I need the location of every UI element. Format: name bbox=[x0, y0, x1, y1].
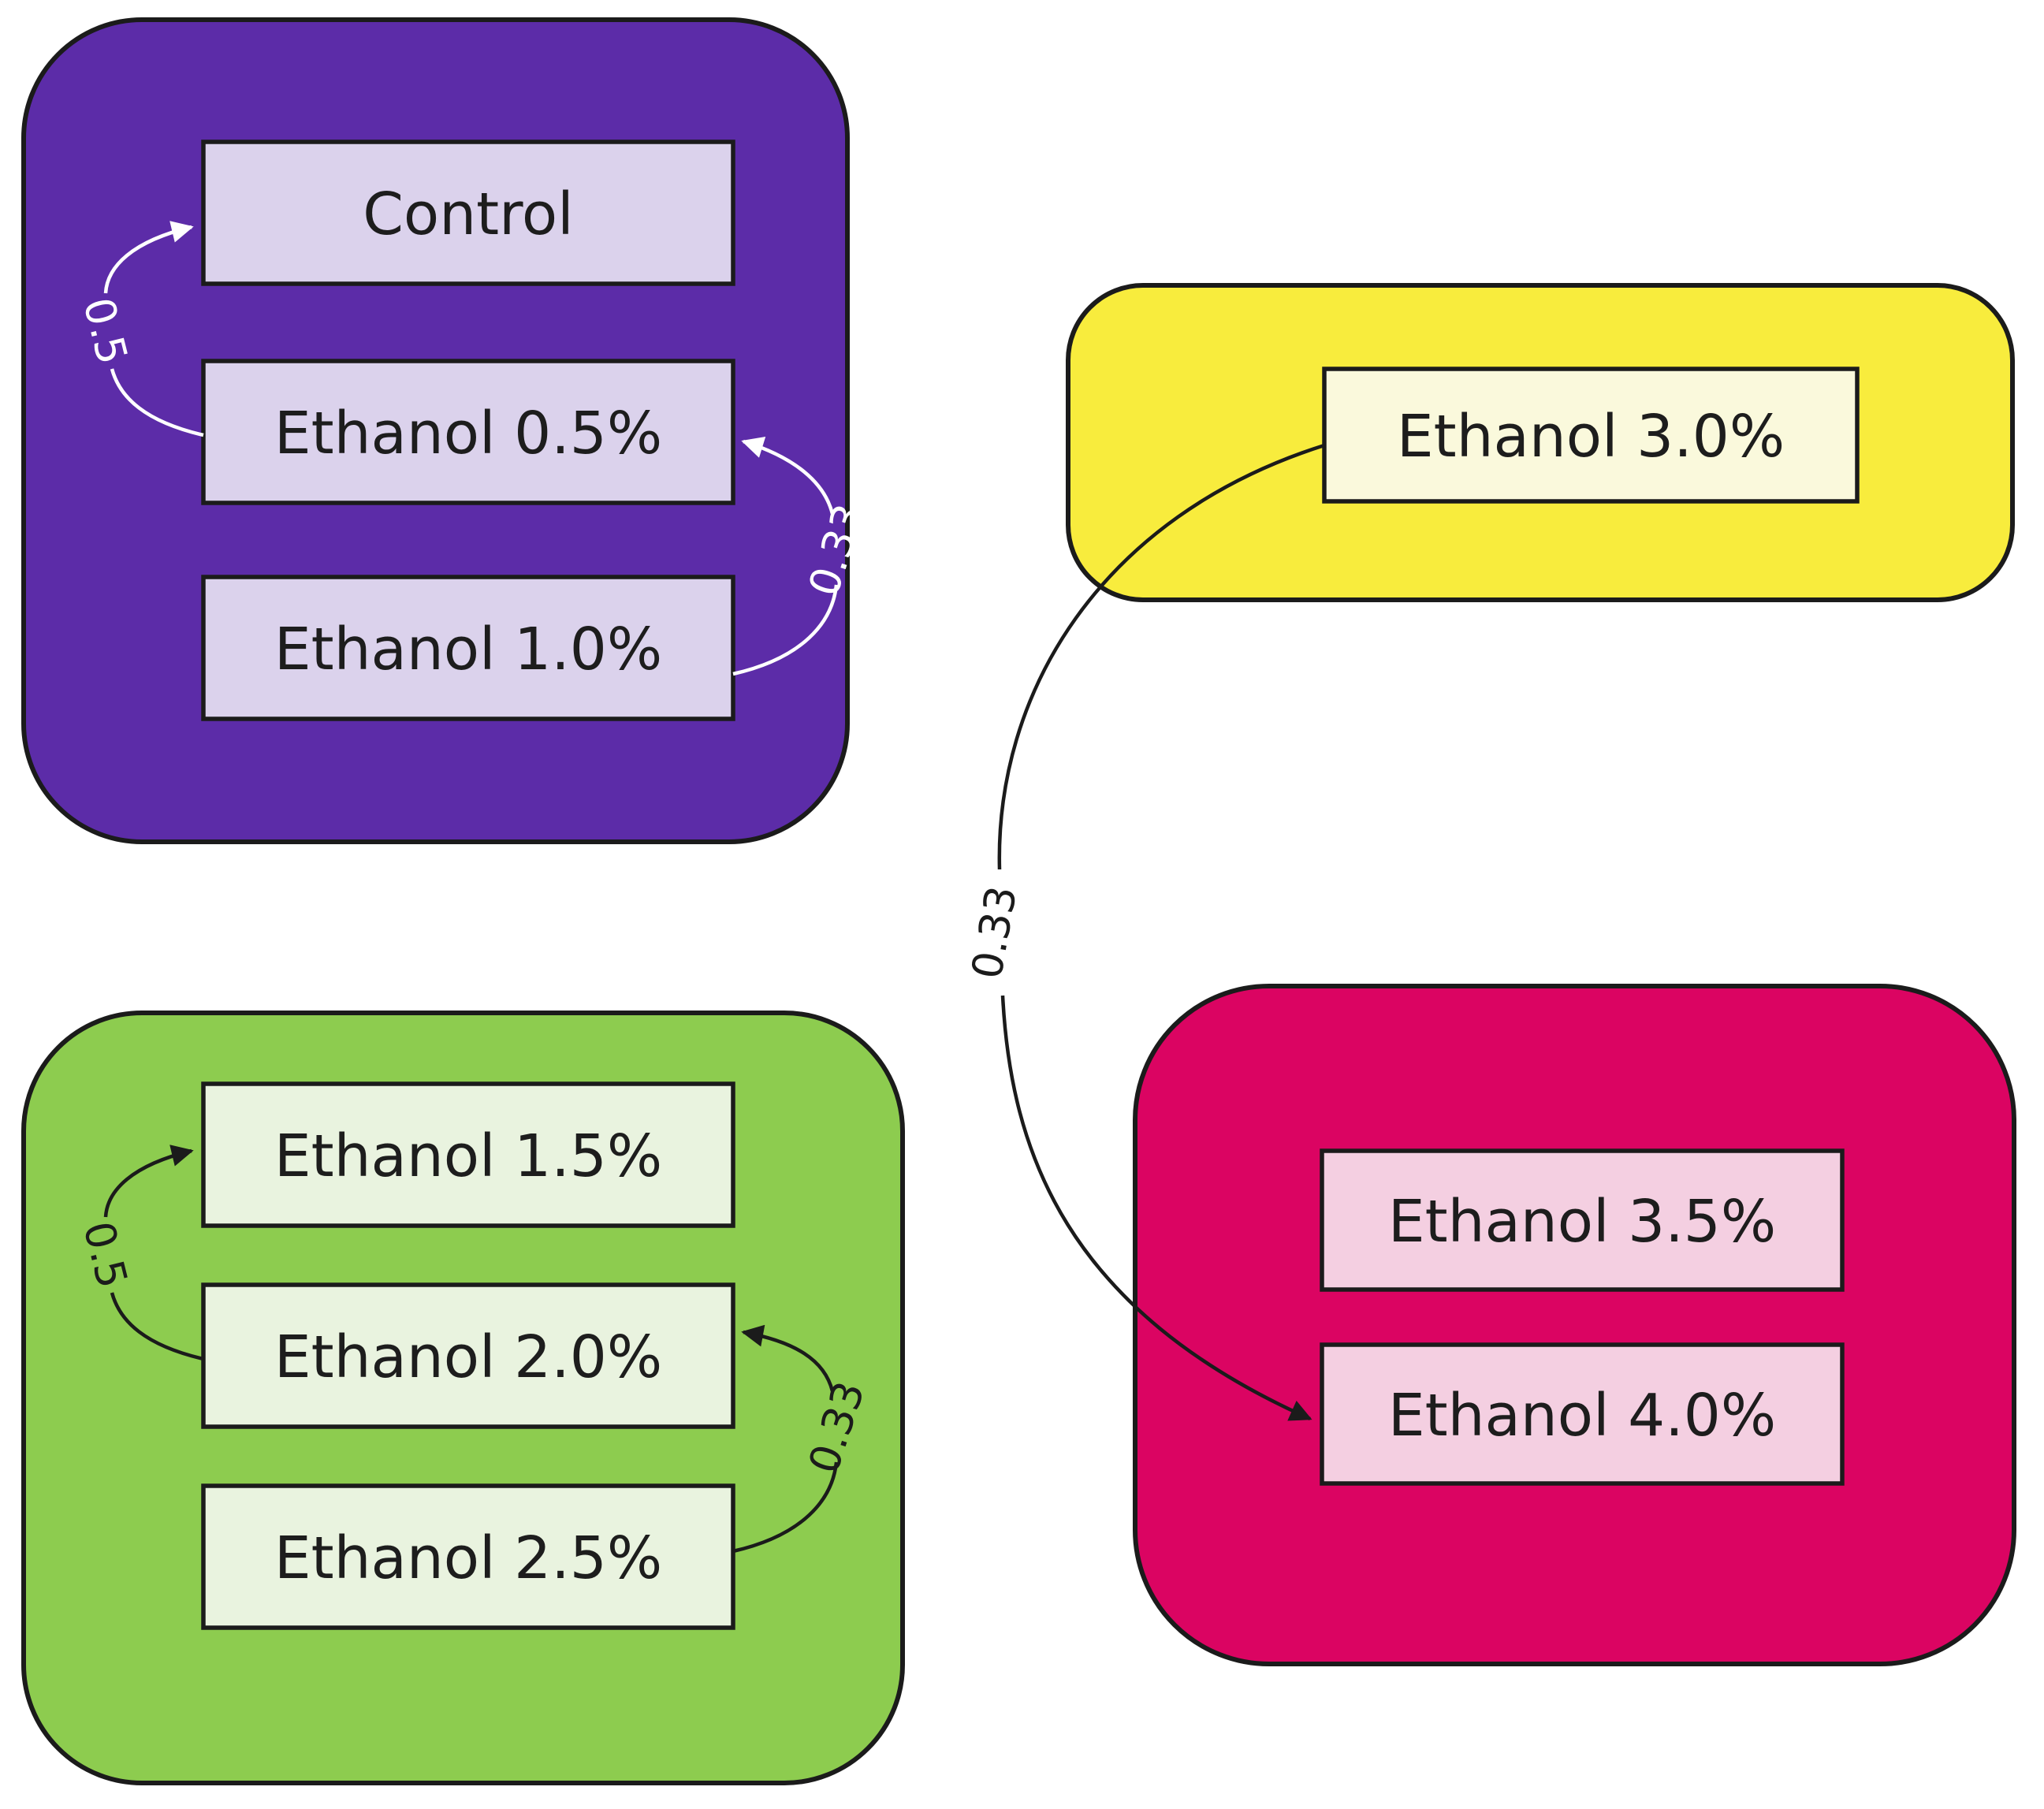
node-ethanol-2-5-label: Ethanol 2.5% bbox=[274, 1524, 662, 1592]
node-ethanol-4-0-label: Ethanol 4.0% bbox=[1388, 1382, 1776, 1450]
node-control bbox=[201, 140, 735, 286]
edge-ethanol10-to-ethanol05-head bbox=[741, 437, 835, 515]
edge-ethanol20-to-ethanol15-tail bbox=[110, 1292, 204, 1361]
edge-ethanol30-to-ethanol40-head bbox=[1000, 995, 1312, 1421]
node-ethanol-1-0 bbox=[201, 575, 735, 721]
node-ethanol-1-0-label: Ethanol 1.0% bbox=[274, 616, 662, 683]
edge-ethanol25-to-ethanol20-tail bbox=[732, 1461, 839, 1554]
node-ethanol-1-5 bbox=[201, 1081, 735, 1228]
cluster-pink bbox=[1133, 984, 2016, 1666]
node-ethanol-1-5-label: Ethanol 1.5% bbox=[274, 1122, 662, 1190]
edge-ethanol05-to-control-tail bbox=[110, 368, 204, 437]
node-ethanol-4-0 bbox=[1320, 1342, 1845, 1486]
node-ethanol-2-0 bbox=[201, 1282, 735, 1429]
edge-label-0-33-cross: 0.33 bbox=[963, 883, 1027, 983]
edge-ethanol10-to-ethanol05-tail bbox=[732, 584, 839, 676]
node-ethanol-3-5 bbox=[1320, 1148, 1845, 1292]
edge-ethanol25-to-ethanol20-head bbox=[741, 1324, 835, 1392]
node-ethanol-3-5-label: Ethanol 3.5% bbox=[1388, 1188, 1776, 1256]
node-ethanol-3-0-label: Ethanol 3.0% bbox=[1397, 403, 1785, 471]
node-control-label: Control bbox=[363, 181, 574, 248]
node-ethanol-3-0 bbox=[1322, 367, 1860, 504]
edge-ethanol20-to-ethanol15-head bbox=[103, 1145, 194, 1218]
node-ethanol-2-0-label: Ethanol 2.0% bbox=[274, 1323, 662, 1391]
edge-ethanol05-to-control-head bbox=[103, 221, 194, 294]
edge-ethanol30-to-ethanol40-tail bbox=[997, 443, 1325, 870]
node-ethanol-2-5 bbox=[201, 1483, 735, 1630]
node-ethanol-0-5-label: Ethanol 0.5% bbox=[274, 400, 662, 467]
node-ethanol-0-5 bbox=[201, 359, 735, 505]
